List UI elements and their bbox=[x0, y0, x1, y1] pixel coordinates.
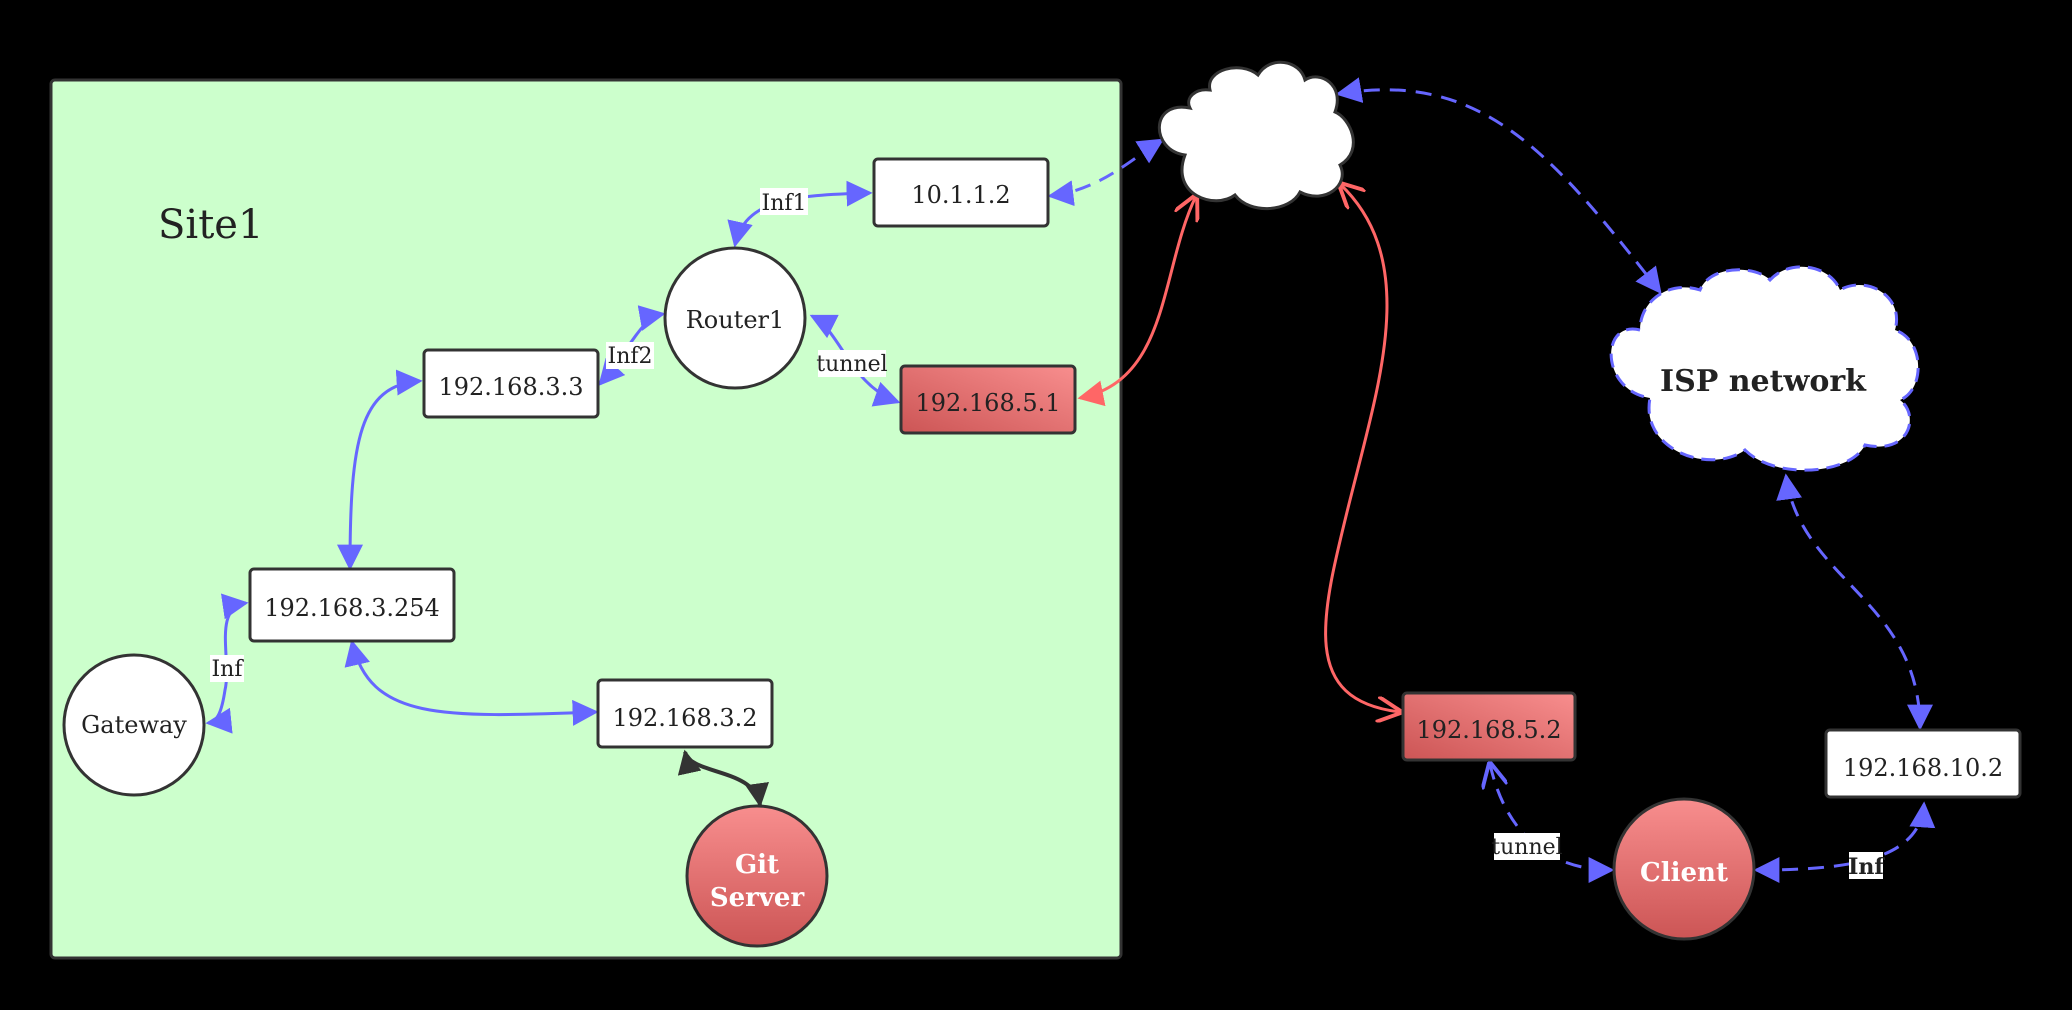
node-ip-192-168-5-1[interactable]: 192.168.5.1 bbox=[899, 364, 1077, 435]
edge-label-tunnel-client: tunnel bbox=[1491, 833, 1563, 860]
svg-text:Gateway: Gateway bbox=[81, 711, 187, 739]
edge-3-254-to-3-2 bbox=[344, 639, 599, 726]
svg-text:Router1: Router1 bbox=[686, 306, 785, 334]
edge-isp-to-10-2 bbox=[1776, 473, 1933, 731]
edge-3-254-to-gateway bbox=[205, 593, 249, 734]
node-ip-192-168-3-3[interactable]: 192.168.3.3 bbox=[422, 348, 600, 419]
edge-label-inf2: Inf2 bbox=[606, 342, 654, 369]
svg-text:Git: Git bbox=[735, 850, 779, 880]
site1-label: Site1 bbox=[158, 202, 263, 248]
svg-text:tunnel: tunnel bbox=[816, 352, 887, 377]
node-ip-192-168-3-2[interactable]: 192.168.3.2 bbox=[596, 678, 774, 749]
node-ip-192-168-3-254[interactable]: 192.168.3.254 bbox=[248, 567, 456, 643]
edge-3-3-to-3-254 bbox=[337, 369, 423, 571]
svg-text:Server: Server bbox=[710, 883, 805, 913]
node-client[interactable]: Client bbox=[1612, 797, 1756, 941]
edge-label-inf-gateway: Inf bbox=[210, 655, 244, 682]
svg-text:192.168.10.2: 192.168.10.2 bbox=[1843, 754, 2003, 782]
edge-10-1-1-2-to-cloud bbox=[1047, 138, 1165, 207]
svg-text:Inf1: Inf1 bbox=[762, 191, 807, 216]
site1-container bbox=[49, 78, 1123, 960]
node-ip-192-168-5-2[interactable]: 192.168.5.2 bbox=[1401, 691, 1577, 762]
edge-label-tunnel-site: tunnel bbox=[816, 350, 888, 377]
node-internet-cloud[interactable] bbox=[1157, 60, 1355, 210]
edge-client-to-10-2 bbox=[1753, 801, 1936, 883]
svg-text:tunnel: tunnel bbox=[1491, 835, 1562, 860]
node-git-server[interactable]: Git Server bbox=[685, 804, 829, 948]
edge-cloud-to-isp bbox=[1335, 77, 1662, 295]
svg-text:ISP network: ISP network bbox=[1660, 364, 1867, 399]
edge-label-inf-client: Inf bbox=[1848, 852, 1885, 880]
svg-text:Inf: Inf bbox=[211, 657, 244, 682]
svg-text:192.168.5.2: 192.168.5.2 bbox=[1416, 716, 1561, 744]
node-router1[interactable]: Router1 bbox=[663, 246, 807, 390]
node-ip-192-168-10-2[interactable]: 192.168.10.2 bbox=[1824, 728, 2022, 799]
edge-label-inf1: Inf1 bbox=[760, 188, 808, 216]
edge-5-1-to-cloud bbox=[1080, 196, 1196, 398]
svg-text:Inf2: Inf2 bbox=[608, 344, 653, 369]
svg-text:Client: Client bbox=[1640, 858, 1728, 888]
svg-text:192.168.3.254: 192.168.3.254 bbox=[264, 594, 440, 622]
node-ip-10-1-1-2[interactable]: 10.1.1.2 bbox=[872, 157, 1050, 228]
edge-3-2-to-git bbox=[677, 749, 769, 808]
node-isp-network[interactable]: ISP network bbox=[1609, 265, 1920, 472]
svg-text:192.168.5.1: 192.168.5.1 bbox=[915, 389, 1060, 417]
svg-text:Inf: Inf bbox=[1848, 854, 1885, 880]
svg-text:10.1.1.2: 10.1.1.2 bbox=[911, 181, 1010, 209]
node-gateway[interactable]: Gateway bbox=[62, 653, 206, 797]
edge-router1-inf2 bbox=[598, 305, 666, 386]
svg-text:192.168.3.2: 192.168.3.2 bbox=[612, 704, 757, 732]
edge-cloud-to-5-2 bbox=[1324, 184, 1400, 712]
svg-text:192.168.3.3: 192.168.3.3 bbox=[438, 373, 583, 401]
